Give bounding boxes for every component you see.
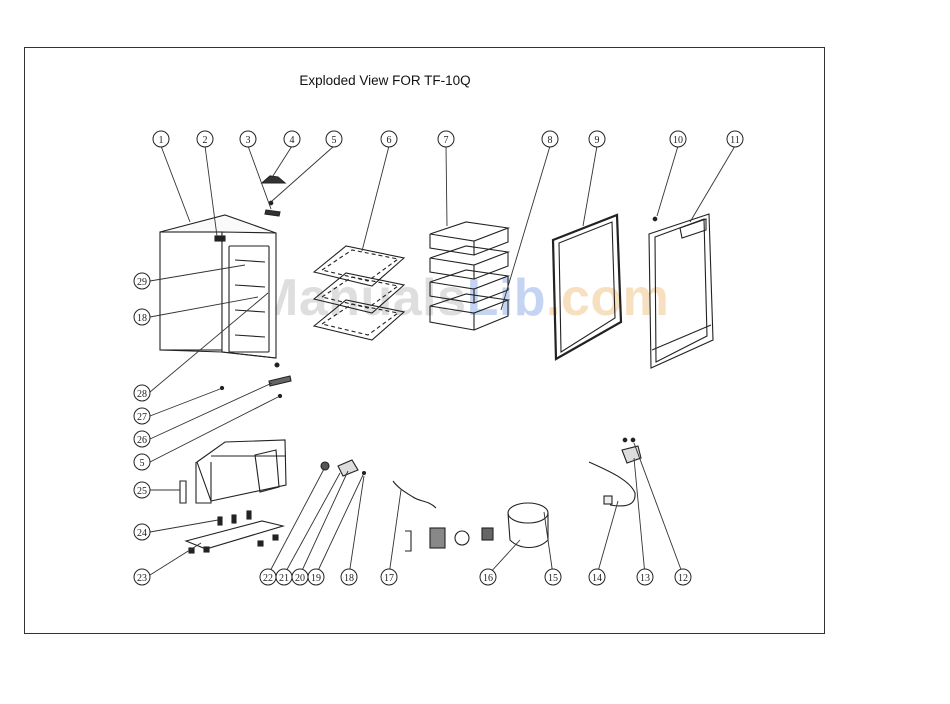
callout-23: 23 (134, 569, 150, 585)
compressor-part (405, 503, 548, 551)
callout-12: 12 (675, 569, 691, 585)
svg-text:9: 9 (595, 135, 600, 146)
svg-text:24: 24 (137, 528, 147, 539)
callout-13: 13 (637, 569, 653, 585)
callout-4: 4 (284, 131, 300, 147)
callout-3: 3 (240, 131, 256, 147)
light-housing-part (338, 460, 358, 476)
callout-18-bottom: 18 (341, 569, 357, 585)
base-plate-part (186, 511, 283, 553)
svg-text:14: 14 (592, 573, 602, 584)
svg-text:20: 20 (295, 573, 305, 584)
svg-text:22: 22 (263, 573, 273, 584)
door-part (649, 214, 713, 368)
svg-text:29: 29 (137, 277, 147, 288)
cabinet-part (160, 215, 276, 358)
svg-text:10: 10 (673, 135, 683, 146)
svg-text:3: 3 (246, 135, 251, 146)
callout-25: 25 (134, 482, 150, 498)
callout-14: 14 (589, 569, 605, 585)
thermostat-part (265, 210, 280, 216)
grommet-part (321, 462, 329, 470)
drawers-part (430, 222, 508, 330)
callout-20: 20 (292, 569, 308, 585)
wire-shelves-part (314, 246, 404, 340)
svg-text:21: 21 (279, 573, 289, 584)
svg-text:4: 4 (290, 135, 295, 146)
svg-text:28: 28 (137, 389, 147, 400)
svg-text:16: 16 (483, 573, 493, 584)
svg-text:25: 25 (137, 486, 147, 497)
svg-text:27: 27 (137, 412, 147, 423)
callout-8: 8 (542, 131, 558, 147)
relay-part (589, 438, 641, 506)
callout-22: 22 (260, 569, 276, 585)
svg-text:15: 15 (548, 573, 558, 584)
callout-21: 21 (276, 569, 292, 585)
callout-5-left: 5 (134, 454, 150, 470)
callout-5-top: 5 (326, 131, 342, 147)
svg-text:1: 1 (159, 135, 164, 146)
svg-text:23: 23 (137, 573, 147, 584)
knob-part (262, 176, 285, 183)
svg-text:13: 13 (640, 573, 650, 584)
svg-text:6: 6 (387, 135, 392, 146)
svg-text:19: 19 (311, 573, 321, 584)
callout-15: 15 (545, 569, 561, 585)
callouts-top: 1 2 3 4 5 6 7 8 9 10 11 (153, 131, 743, 147)
callouts-bottom: 22 21 20 19 18 17 16 15 14 13 12 (260, 569, 691, 585)
bracket-part (269, 376, 291, 386)
callout-17: 17 (381, 569, 397, 585)
svg-text:5: 5 (332, 135, 337, 146)
callout-28: 28 (134, 385, 150, 401)
callout-29: 29 (134, 273, 150, 289)
svg-text:11: 11 (730, 135, 740, 146)
svg-text:18: 18 (137, 313, 147, 324)
callout-26: 26 (134, 431, 150, 447)
svg-text:18: 18 (344, 573, 354, 584)
callout-11: 11 (727, 131, 743, 147)
door-gasket-part (553, 215, 621, 359)
svg-text:26: 26 (137, 435, 147, 446)
svg-text:2: 2 (203, 135, 208, 146)
svg-text:17: 17 (384, 573, 394, 584)
svg-text:8: 8 (548, 135, 553, 146)
callout-2: 2 (197, 131, 213, 147)
callout-6: 6 (381, 131, 397, 147)
leader-lines (150, 146, 735, 575)
callout-10: 10 (670, 131, 686, 147)
callouts-left: 29 18 28 27 26 5 25 24 23 (134, 273, 150, 585)
callout-24: 24 (134, 524, 150, 540)
callout-18-left: 18 (134, 309, 150, 325)
back-panel-part (196, 440, 286, 503)
callout-1: 1 (153, 131, 169, 147)
svg-text:5: 5 (140, 458, 145, 469)
callout-16: 16 (480, 569, 496, 585)
callout-19: 19 (308, 569, 324, 585)
callout-7: 7 (438, 131, 454, 147)
callout-27: 27 (134, 408, 150, 424)
svg-text:12: 12 (678, 573, 688, 584)
callout-9: 9 (589, 131, 605, 147)
hinge-part (180, 481, 186, 503)
svg-text:7: 7 (444, 135, 449, 146)
